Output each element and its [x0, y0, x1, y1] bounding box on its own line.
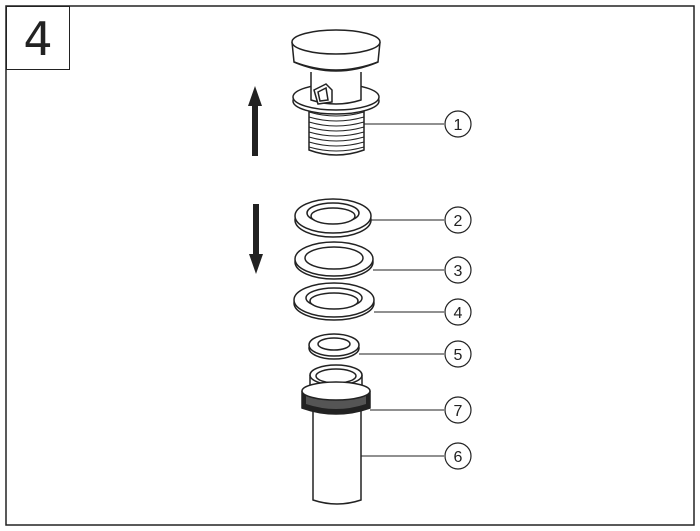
callout-3-label: 3	[454, 263, 463, 280]
part-3-flat-washer	[294, 241, 374, 280]
outer-border	[5, 5, 695, 526]
callout-4: 4	[374, 298, 472, 326]
callout-5-label: 5	[454, 347, 463, 364]
callout-2-label: 2	[454, 213, 463, 230]
callout-6-label: 6	[454, 449, 463, 466]
callout-1: 1	[364, 110, 472, 138]
callout-3: 3	[373, 256, 472, 284]
part-5-small-washer	[308, 333, 360, 360]
callout-7-label: 7	[454, 403, 463, 420]
callout-7: 7	[370, 396, 472, 424]
part-7-lock-nut	[301, 381, 371, 415]
callout-2: 2	[371, 206, 472, 234]
callout-6: 6	[361, 442, 472, 470]
step-number: 4	[23, 12, 53, 66]
part-4-rubber-gasket	[293, 282, 375, 321]
up-arrow	[248, 86, 262, 156]
callout-4-label: 4	[454, 305, 463, 322]
step-number-box: 4	[6, 6, 70, 70]
callout-5: 5	[359, 340, 472, 368]
part-1-popup-assembly	[291, 29, 381, 156]
part-2-flange-ring	[294, 198, 372, 238]
callout-1-label: 1	[454, 117, 463, 134]
down-arrow	[249, 204, 263, 274]
